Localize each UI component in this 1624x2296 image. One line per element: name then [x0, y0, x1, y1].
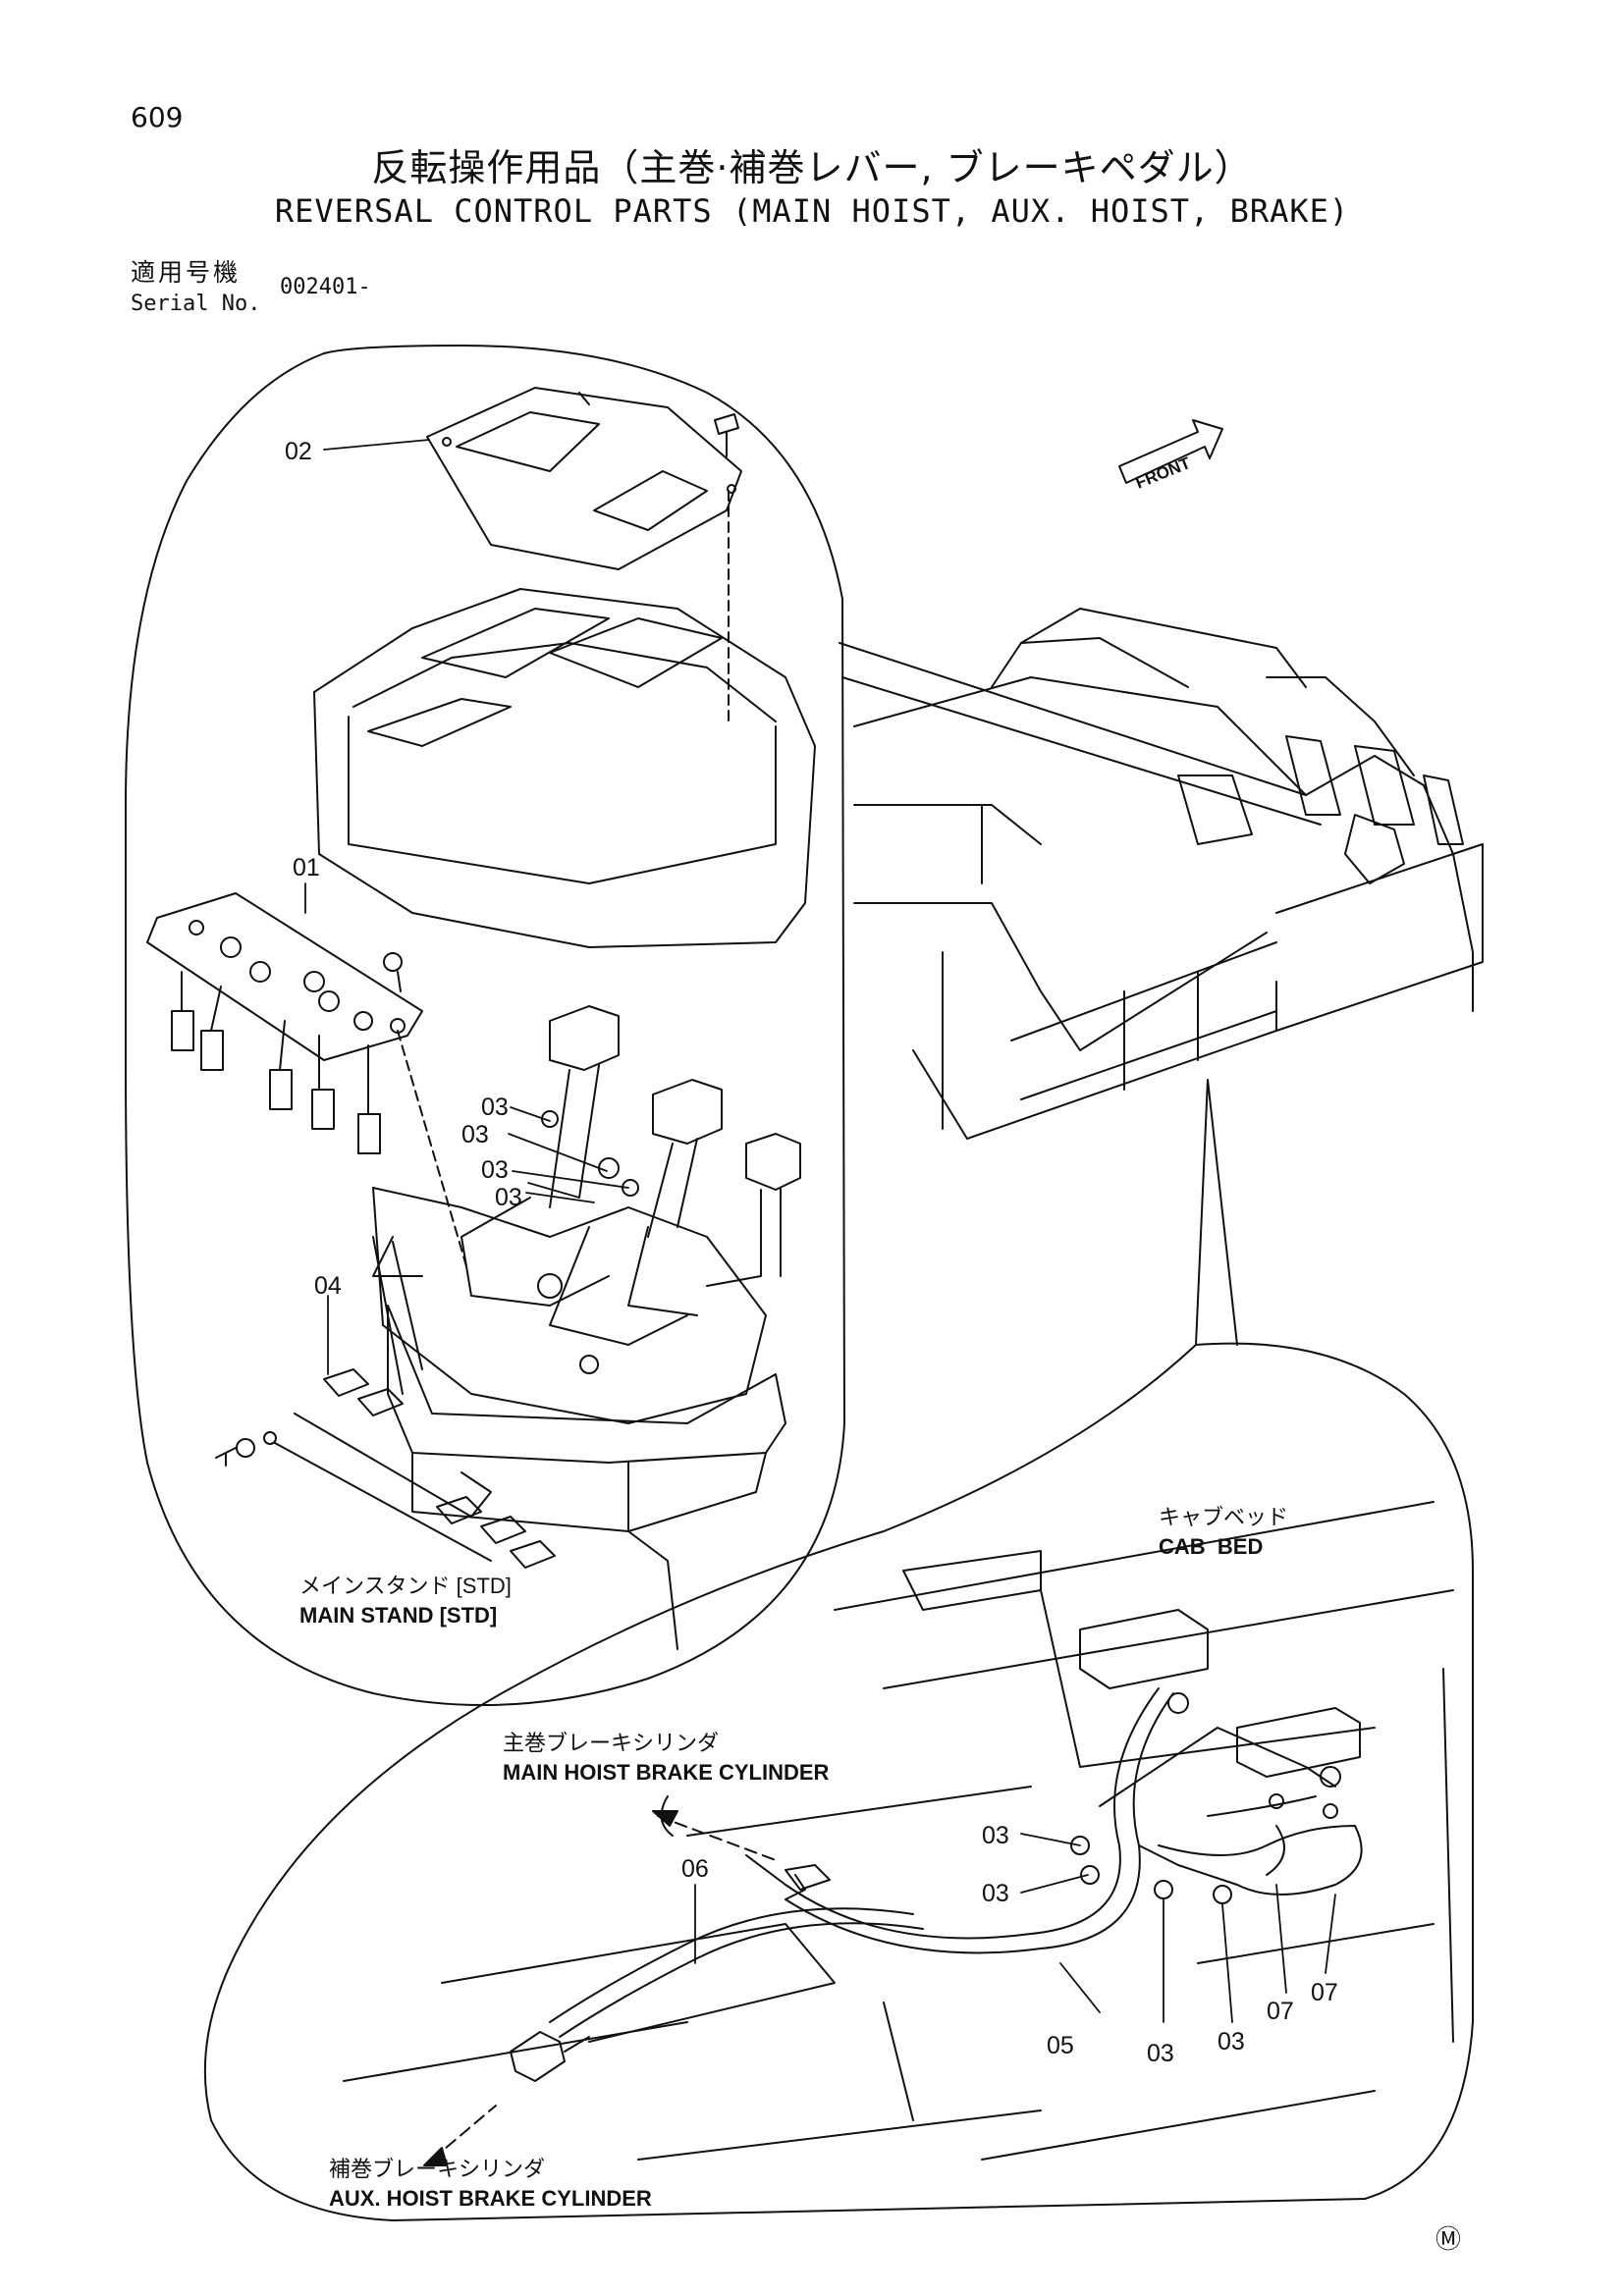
label-part-03-b: 03: [461, 1121, 489, 1148]
leader-lines: [304, 439, 1336, 2023]
aux-brake-arrow-icon: [423, 2105, 497, 2166]
label-part-01: 01: [293, 854, 320, 881]
hose-connections: [785, 1727, 1338, 1904]
switch-panel-part-01: [146, 892, 423, 1154]
title-japanese: 反転操作用品（主巻·補巻レバー, ブレーキペダル）: [371, 146, 1253, 189]
clips-part-04: [215, 1368, 556, 1569]
title-english: REVERSAL CONTROL PARTS (MAIN HOIST, AUX.…: [274, 192, 1350, 230]
hose-part-07: [1158, 1795, 1363, 1896]
hose-part-05: [745, 1687, 1174, 1954]
label-part-03-c: 03: [481, 1156, 509, 1184]
machine-overview: [839, 608, 1484, 1140]
hose-part-06: [549, 1907, 924, 2038]
front-label: FRONT: [1133, 454, 1194, 493]
cover-plate-part-02: [426, 387, 742, 570]
label-part-03-f: 03: [982, 1880, 1009, 1907]
lower-inset-frame: [203, 1342, 1474, 2221]
aux-cylinder-fitting: [510, 2031, 590, 2082]
serial-value: 002401-: [280, 275, 371, 299]
label-part-03-d: 03: [495, 1184, 522, 1211]
main-brake-arrow-icon: [652, 1795, 777, 1861]
callout-line-upper: [1195, 1079, 1209, 1346]
control-levers: [372, 1005, 801, 1424]
cab-bed-caption-en: CAB BED: [1159, 1534, 1263, 1559]
cab-bed-caption-jp: キャブベッド: [1159, 1505, 1288, 1529]
front-arrow-icon: [1118, 419, 1223, 484]
aux-brake-caption-en: AUX. HOIST BRAKE CYLINDER: [329, 2186, 652, 2211]
label-part-03-h: 03: [1218, 2028, 1245, 2056]
label-part-03-a: 03: [481, 1094, 509, 1121]
label-part-03-g: 03: [1147, 2040, 1174, 2067]
main-stand-caption-en: MAIN STAND [STD]: [299, 1603, 497, 1628]
console-housing: [313, 588, 816, 948]
label-part-07-b: 07: [1311, 1979, 1338, 2006]
main-stand-caption-jp: メインスタンド [STD]: [299, 1574, 512, 1598]
main-brake-caption-jp: 主巻ブレーキシリンダ: [503, 1731, 719, 1755]
page-number: 609: [131, 101, 184, 133]
label-part-05: 05: [1047, 2032, 1074, 2059]
upper-inset-frame: [125, 345, 845, 1706]
main-cylinder-fitting: [785, 1864, 831, 1891]
label-part-07-a: 07: [1267, 1998, 1294, 2025]
serial-label-jp: 適用号機: [131, 258, 242, 287]
label-part-03-e: 03: [982, 1822, 1009, 1849]
label-part-06: 06: [681, 1855, 709, 1883]
corner-mark: Ⓜ: [1435, 2224, 1461, 2254]
aux-brake-caption-jp: 補巻ブレーキシリンダ: [329, 2157, 545, 2181]
main-brake-caption-en: MAIN HOIST BRAKE CYLINDER: [503, 1760, 830, 1785]
label-part-04: 04: [314, 1272, 342, 1300]
serial-label-en: Serial No.: [131, 292, 261, 316]
screw-part-02: [714, 413, 739, 722]
screw-part-01: [383, 952, 467, 1267]
cab-bed-frame: [343, 1501, 1454, 2161]
label-part-02: 02: [285, 438, 312, 465]
callout-line-upper-2: [1207, 1079, 1238, 1346]
